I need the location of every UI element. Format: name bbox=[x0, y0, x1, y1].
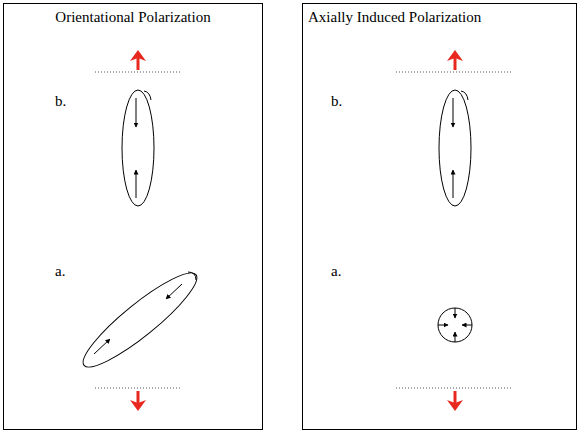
dotted-plate bbox=[95, 72, 182, 73]
field-arrow-up bbox=[130, 50, 146, 70]
elongated-molecule bbox=[122, 90, 154, 206]
part-label: b. bbox=[55, 92, 66, 110]
tilted-molecule bbox=[74, 262, 206, 377]
panel-title: Axially Induced Polarization bbox=[303, 4, 576, 26]
dotted-plate bbox=[396, 72, 512, 73]
elongated-molecule bbox=[439, 90, 471, 206]
panel-title: Orientational Polarization bbox=[4, 4, 262, 26]
dotted-plate bbox=[95, 388, 182, 389]
part-label: a. bbox=[55, 262, 65, 280]
panel-box: Orientational Polarization bbox=[3, 3, 263, 430]
field-arrow-up bbox=[447, 50, 463, 70]
part-label: a. bbox=[331, 262, 341, 280]
dotted-plate bbox=[396, 388, 512, 389]
field-arrow-down bbox=[130, 391, 146, 411]
spherical-molecule bbox=[438, 308, 472, 342]
panel-box: Axially Induced Polarization bbox=[302, 3, 577, 430]
field-arrow-down bbox=[447, 391, 463, 411]
part-label: b. bbox=[331, 92, 342, 110]
